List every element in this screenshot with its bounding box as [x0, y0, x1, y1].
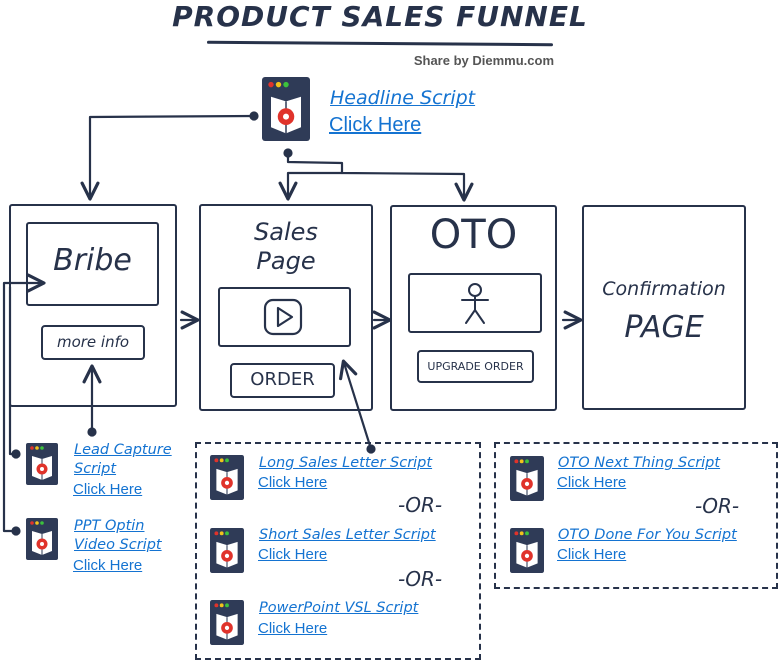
confirmation-title-line1: Confirmation: [602, 278, 726, 300]
sales-script-book-icon: [210, 600, 244, 645]
sales-script-book-icon: [26, 443, 58, 485]
long-sales-letter-click-here-link[interactable]: Click Here: [258, 474, 328, 491]
ppt-optin-script-link-line1[interactable]: PPT Optin: [74, 518, 145, 534]
or-separator: -OR-: [398, 567, 443, 591]
connector-dot: [87, 427, 97, 437]
byline: Share by Diemmu.com: [413, 53, 554, 68]
order-button[interactable]: [230, 363, 335, 398]
short-sales-letter-click-here-link[interactable]: Click Here: [258, 546, 328, 563]
ppt-optin-script-link-line2[interactable]: Video Script: [74, 537, 162, 553]
headline-to-oto-connector: [286, 151, 474, 202]
lead-capture-script-link-line2[interactable]: Script: [74, 461, 117, 477]
upgrade-order-label: UPGRADE ORDER: [427, 360, 524, 373]
headline-to-bribe-arrow: [80, 114, 256, 201]
headline-click-here-link[interactable]: Click Here: [329, 114, 422, 136]
sales-script-book-icon: [210, 455, 244, 500]
lead-capture-script-link-line1[interactable]: Lead Capture: [74, 442, 172, 458]
connector-dot: [11, 526, 21, 536]
lead-capture-click-here-link[interactable]: Click Here: [73, 481, 143, 498]
more-info-label: more info: [56, 333, 130, 351]
oto-title: OTO: [429, 212, 518, 258]
sales-script-book-icon: [262, 77, 310, 141]
upgrade-order-button[interactable]: [417, 350, 534, 383]
sales-page-title-line1: Sales: [254, 218, 318, 246]
oto-scripts-group: [494, 442, 778, 589]
title-underline: [206, 40, 554, 47]
short-sales-letter-script-link[interactable]: Short Sales Letter Script: [259, 527, 436, 543]
connector-dot: [283, 148, 293, 158]
sales-page-title-line2: Page: [256, 247, 316, 275]
headline-to-sales-arrow: [278, 171, 344, 201]
bribe-headline-box: [26, 222, 159, 306]
ppt-optin-click-here-link[interactable]: Click Here: [73, 557, 143, 574]
oto-video-box: [408, 273, 542, 333]
powerpoint-vsl-click-here-link[interactable]: Click Here: [258, 620, 328, 637]
sales-script-book-icon: [210, 528, 244, 573]
sales-scripts-group: [195, 442, 481, 660]
more-info-button[interactable]: [41, 325, 145, 360]
connector-dot: [11, 449, 21, 459]
headline-script-link[interactable]: Headline Script: [330, 87, 476, 109]
oto-done-for-you-click-here-link[interactable]: Click Here: [557, 546, 627, 563]
sales-script-book-icon: [510, 456, 544, 501]
or-separator: -OR-: [398, 493, 443, 517]
or-separator: -OR-: [695, 494, 740, 518]
oto-done-for-you-script-link[interactable]: OTO Done For You Script: [558, 527, 737, 543]
confirmation-stage: [582, 205, 746, 410]
oto-next-thing-script-link[interactable]: OTO Next Thing Script: [558, 455, 721, 471]
oto-next-thing-click-here-link[interactable]: Click Here: [557, 474, 627, 491]
bribe-title: Bribe: [53, 243, 132, 278]
order-label: ORDER: [250, 369, 315, 390]
powerpoint-vsl-script-link[interactable]: PowerPoint VSL Script: [259, 600, 419, 616]
sales-script-book-icon: [510, 528, 544, 573]
long-sales-letter-script-link[interactable]: Long Sales Letter Script: [259, 455, 433, 471]
sales-video-box: [218, 287, 351, 347]
page-title: PRODUCT SALES FUNNEL: [172, 0, 588, 33]
sales-script-book-icon: [26, 518, 58, 560]
connector-dot: [249, 111, 259, 121]
confirmation-title-line2: PAGE: [624, 310, 704, 345]
